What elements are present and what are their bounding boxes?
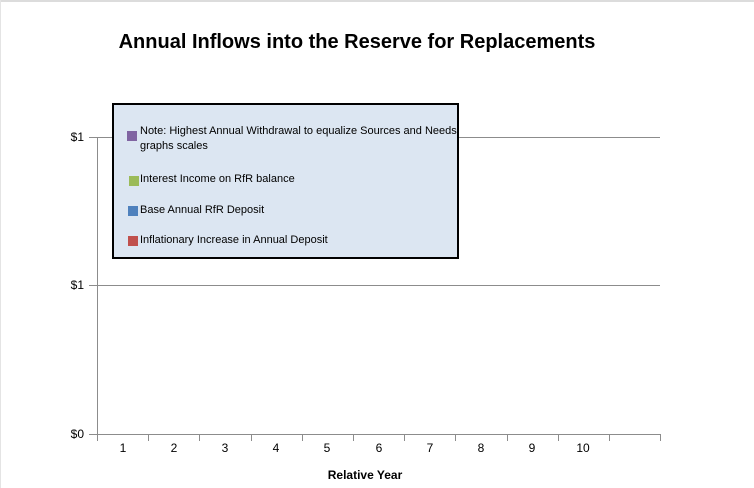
x-tick (609, 434, 610, 441)
legend-item-label: Note: Highest Annual Withdrawal to equal… (140, 125, 457, 152)
x-tick-label: 6 (375, 441, 383, 455)
x-tick (660, 434, 661, 441)
y-tick-label: $1 (70, 278, 84, 292)
x-tick-label: 7 (426, 441, 434, 455)
chart-title: Annual Inflows into the Reserve for Repl… (118, 31, 596, 53)
legend-square-icon (128, 236, 138, 246)
x-axis-line (89, 434, 660, 435)
x-tick (199, 434, 200, 441)
x-tick (302, 434, 303, 441)
legend-square-icon (128, 206, 138, 216)
window-top-edge (0, 0, 754, 2)
x-tick-label: 10 (576, 441, 590, 455)
x-tick-label: 2 (170, 441, 178, 455)
window-left-edge (0, 0, 1, 488)
x-tick-label: 9 (528, 441, 536, 455)
x-tick (558, 434, 559, 441)
legend-item-label: Base Annual RfR Deposit (140, 204, 265, 216)
x-tick (353, 434, 354, 441)
x-tick-label: 8 (477, 441, 485, 455)
y-tick-label: $0 (70, 427, 84, 441)
legend-box: Note: Highest Annual Withdrawal to equal… (112, 103, 459, 259)
legend-square-icon (127, 131, 137, 141)
x-tick (455, 434, 456, 441)
x-axis-title: Relative Year (327, 468, 403, 482)
legend-square-icon (129, 176, 139, 186)
x-tick (97, 434, 98, 441)
x-tick-label: 4 (272, 441, 280, 455)
gridline-middle (89, 285, 660, 286)
x-tick (148, 434, 149, 441)
x-tick (404, 434, 405, 441)
y-tick-label: $1 (70, 130, 84, 144)
x-tick (507, 434, 508, 441)
legend-item-label: Inflationary Increase in Annual Deposit (140, 234, 328, 246)
x-tick-label: 5 (323, 441, 331, 455)
x-tick-label: 1 (119, 441, 127, 455)
legend-item-label: Interest Income on RfR balance (140, 173, 295, 185)
y-axis-line (97, 137, 98, 435)
x-tick (251, 434, 252, 441)
x-tick-label: 3 (221, 441, 229, 455)
